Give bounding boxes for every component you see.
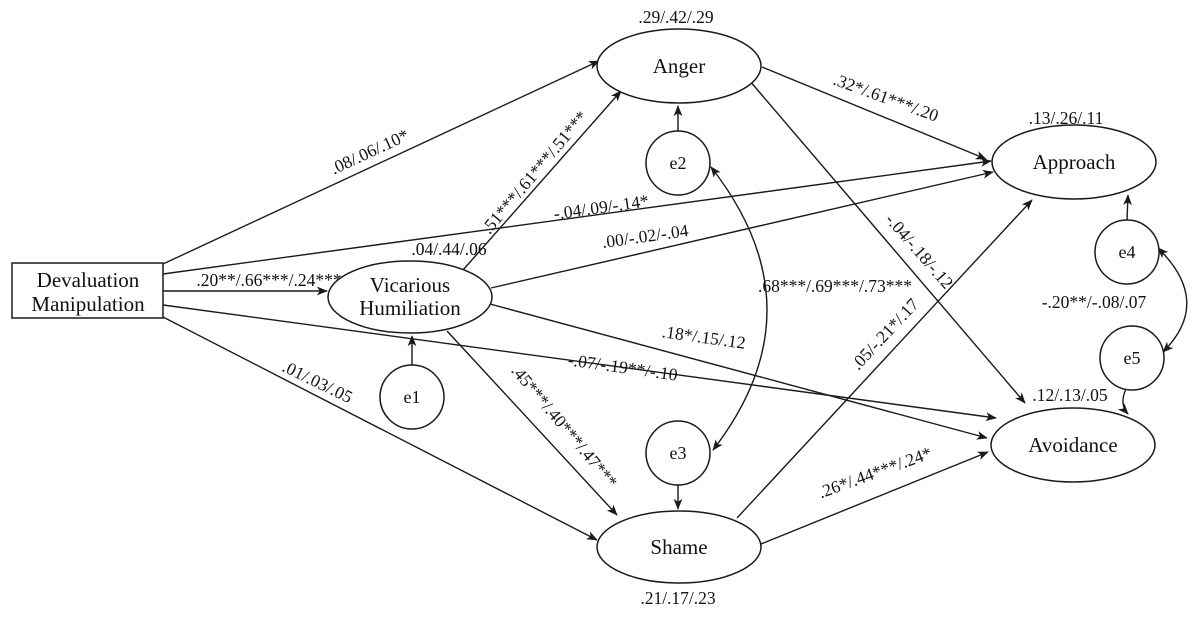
node-e2 bbox=[645, 130, 711, 196]
approach-label: Approach bbox=[1033, 150, 1116, 174]
e4-label: e4 bbox=[1119, 242, 1136, 262]
e1-label: e1 bbox=[404, 387, 421, 407]
e2-label: e2 bbox=[670, 153, 687, 173]
arrow-e4-to-approach bbox=[1123, 194, 1132, 221]
coef-dm-to-avoidance: -.07/-.19**/-.10 bbox=[567, 349, 679, 384]
anger-r-squared: .29/.42/.29 bbox=[638, 7, 714, 27]
arrow-shame-to-avoidance bbox=[760, 451, 989, 545]
anger-label: Anger bbox=[653, 54, 705, 78]
coef-dm-to-anger: .08/.06/.10* bbox=[327, 125, 412, 179]
approach-r-squared: .13/.26/.11 bbox=[1029, 108, 1104, 128]
e3-label: e3 bbox=[670, 443, 687, 463]
arrow-dm-to-approach bbox=[162, 158, 992, 275]
arrow-e5-to-avoidance bbox=[1117, 388, 1129, 415]
node-approach bbox=[991, 124, 1157, 200]
shame-label: Shame bbox=[650, 535, 707, 559]
vicarious-humiliation-label-line1: Vicarious bbox=[370, 273, 450, 297]
arrow-vh-to-anger bbox=[462, 90, 622, 271]
avoidance-label: Avoidance bbox=[1028, 433, 1117, 457]
coef-dm-to-shame: .01/.03/.05 bbox=[279, 356, 356, 407]
coef-vh-to-shame: .45***/.40***/.47*** bbox=[507, 361, 621, 492]
arrow-shame-to-approach bbox=[736, 199, 1033, 519]
avoidance-r-squared: .12/.13/.05 bbox=[1032, 385, 1108, 405]
node-shame bbox=[596, 510, 762, 584]
arrow-anger-to-avoidance bbox=[748, 79, 1026, 404]
e5-label: e5 bbox=[1124, 348, 1141, 368]
vicarious-humiliation-label-line2: Humiliation bbox=[359, 296, 461, 320]
arrow-dm-to-anger bbox=[162, 60, 600, 265]
node-e5 bbox=[1099, 325, 1165, 391]
arrow-vh-to-avoidance bbox=[489, 303, 988, 440]
arrow-vh-to-shame bbox=[446, 330, 618, 516]
covariance-arc-e2-e3 bbox=[710, 166, 768, 451]
arrow-vh-to-approach bbox=[490, 169, 994, 289]
coef-vh-to-approach: .00/-.02/-.04 bbox=[601, 220, 690, 252]
node-e4 bbox=[1094, 219, 1160, 285]
coef-shame-to-avoidance: .26*/.44***/.24* bbox=[816, 443, 935, 503]
shame-r-squared: .21/.17/.23 bbox=[640, 588, 716, 608]
arrow-dm-to-avoidance bbox=[162, 304, 997, 421]
node-anger bbox=[596, 28, 762, 104]
node-e3 bbox=[645, 420, 711, 486]
coef-shame-to-approach: .05/-.21*/.17 bbox=[847, 294, 923, 374]
node-e1 bbox=[379, 364, 445, 430]
node-vicarious-humiliation bbox=[327, 260, 493, 334]
coef-e2-e3-covariance: .68***/.69***/.73*** bbox=[758, 276, 912, 296]
node-devaluation-manipulation bbox=[11, 262, 164, 319]
coef-vh-to-avoidance: .18*/.15/.12 bbox=[661, 321, 747, 353]
coef-dm-to-approach: -.04/.09/-.14* bbox=[552, 190, 650, 223]
covariance-arc-e4-e5 bbox=[1157, 247, 1188, 353]
arrow-dm-to-shame bbox=[162, 316, 598, 541]
devaluation-manipulation-label-line1: Devaluation bbox=[37, 268, 140, 292]
devaluation-manipulation-label-line2: Manipulation bbox=[31, 292, 145, 316]
coef-dm-to-vicarious: .20**/.66***/.24*** bbox=[196, 270, 341, 290]
coef-anger-to-approach: .32*/.61***/.20 bbox=[831, 69, 942, 126]
coef-e4-e5-covariance: -.20**/-.08/.07 bbox=[1042, 292, 1147, 312]
arrow-anger-to-approach bbox=[761, 66, 987, 160]
node-avoidance bbox=[990, 407, 1156, 483]
vicarious-humiliation-r-squared: .04/.44/.06 bbox=[411, 239, 487, 259]
